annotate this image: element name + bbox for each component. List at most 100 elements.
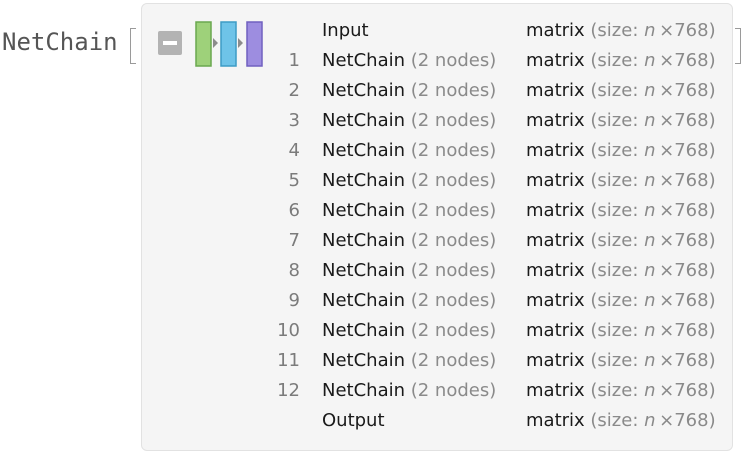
- size-var: n: [644, 170, 656, 191]
- layer-name-text: NetChain: [322, 140, 406, 161]
- size-var: n: [644, 290, 656, 311]
- size-close: ×768): [655, 350, 716, 371]
- type-text: matrix: [526, 320, 585, 341]
- size-var: n: [644, 50, 656, 71]
- layer-index: 3: [288, 110, 300, 131]
- size-var: n: [644, 260, 656, 281]
- layer-name: NetChain (2 nodes): [322, 256, 496, 286]
- type-text: matrix: [526, 380, 585, 401]
- type-text: matrix: [526, 80, 585, 101]
- arrow-1: [213, 38, 218, 48]
- layer-node-count: (2 nodes): [405, 200, 497, 221]
- size-open: (size:: [584, 320, 645, 341]
- layer-row: 2 NetChain (2 nodes) matrix (size: n ×768): [0, 76, 750, 106]
- size-spec: (size: n ×768): [585, 20, 716, 41]
- layer-name: NetChain (2 nodes): [322, 346, 496, 376]
- layer-index: 12: [277, 380, 300, 401]
- size-var: n: [644, 350, 656, 371]
- size-var: n: [644, 20, 656, 41]
- size-spec: (size: n ×768): [584, 380, 716, 401]
- layer-output-type: matrix (size: n ×768): [526, 106, 716, 136]
- layer-output-type: matrix (size: n ×768): [526, 46, 716, 76]
- size-spec: (size: n ×768): [585, 410, 716, 431]
- layer-node-count: (2 nodes): [405, 290, 497, 311]
- size-spec: (size: n ×768): [584, 140, 716, 161]
- layer-node-count: (2 nodes): [405, 320, 497, 341]
- layer-name-text: NetChain: [322, 50, 406, 71]
- type-text: matrix: [526, 170, 585, 191]
- layer-row: Input matrix (size: n ×768): [0, 16, 750, 46]
- layer-name: Input: [322, 16, 369, 46]
- type-text: matrix: [526, 140, 585, 161]
- layer-name-text: NetChain: [322, 110, 406, 131]
- layer-output-type: matrix (size: n ×768): [526, 16, 716, 46]
- layer-row: Output matrix (size: n ×768): [0, 406, 750, 436]
- layer-name: NetChain (2 nodes): [322, 316, 496, 346]
- size-open: (size:: [584, 50, 645, 71]
- size-close: ×768): [655, 260, 716, 281]
- size-var: n: [644, 200, 656, 221]
- layer-name: NetChain (2 nodes): [322, 376, 496, 406]
- size-close: ×768): [655, 380, 716, 401]
- size-var: n: [644, 320, 656, 341]
- right-bracket: [735, 28, 741, 64]
- size-close: ×768): [655, 320, 716, 341]
- type-text: matrix: [526, 290, 585, 311]
- layer-index: 2: [288, 80, 300, 101]
- size-open: (size:: [584, 380, 645, 401]
- size-open: (size:: [584, 140, 645, 161]
- size-open: (size:: [584, 290, 645, 311]
- size-var: n: [644, 380, 656, 401]
- type-text: matrix: [526, 20, 585, 41]
- layer-index: 10: [277, 320, 300, 341]
- size-open: (size:: [584, 200, 645, 221]
- layer-node-count: (2 nodes): [405, 230, 497, 251]
- size-open: (size:: [584, 260, 645, 281]
- layer-name-text: NetChain: [322, 230, 406, 251]
- layer-output-type: matrix (size: n ×768): [526, 196, 716, 226]
- layer-output-type: matrix (size: n ×768): [526, 286, 716, 316]
- layer-node-count: (2 nodes): [405, 80, 497, 101]
- layer-name: NetChain (2 nodes): [322, 106, 496, 136]
- layer-output-type: matrix (size: n ×768): [526, 406, 716, 436]
- size-spec: (size: n ×768): [584, 260, 716, 281]
- size-open: (size:: [584, 110, 645, 131]
- layer-name-text: Output: [322, 410, 385, 431]
- layer-name-text: NetChain: [322, 170, 406, 191]
- size-spec: (size: n ×768): [584, 200, 715, 221]
- type-text: matrix: [526, 350, 585, 371]
- layer-name: NetChain (2 nodes): [322, 226, 496, 256]
- layer-row: 12 NetChain (2 nodes) matrix (size: n ×768…: [0, 376, 750, 406]
- size-close: ×768): [655, 410, 716, 431]
- layer-block-3: [246, 21, 263, 67]
- minus-icon[interactable]: [158, 31, 182, 55]
- type-text: matrix: [526, 50, 585, 71]
- size-open: (size:: [584, 170, 645, 191]
- layer-output-type: matrix (size: n ×768): [526, 76, 716, 106]
- size-close: ×768): [655, 110, 716, 131]
- size-close: ×768): [655, 230, 716, 251]
- layer-index: 7: [288, 230, 300, 251]
- layer-node-count: (2 nodes): [405, 350, 497, 371]
- size-close: ×768): [655, 50, 716, 71]
- layer-name: NetChain (2 nodes): [322, 196, 496, 226]
- size-spec: (size: n ×768): [585, 350, 716, 371]
- size-close: ×768): [655, 20, 716, 41]
- layer-output-type: matrix (size: n ×768): [526, 166, 716, 196]
- layer-name-text: NetChain: [322, 80, 406, 101]
- layer-output-type: matrix (size: n ×768): [526, 136, 716, 166]
- size-close: ×768): [655, 80, 716, 101]
- layer-row: 3 NetChain (2 nodes) matrix (size: n ×768): [0, 106, 750, 136]
- size-spec: (size: n ×768): [585, 230, 716, 251]
- layer-node-count: (2 nodes): [405, 50, 497, 71]
- layer-name: NetChain (2 nodes): [322, 76, 496, 106]
- layer-node-count: (2 nodes): [405, 140, 497, 161]
- layer-name: NetChain (2 nodes): [322, 46, 496, 76]
- size-close: ×768): [655, 140, 716, 161]
